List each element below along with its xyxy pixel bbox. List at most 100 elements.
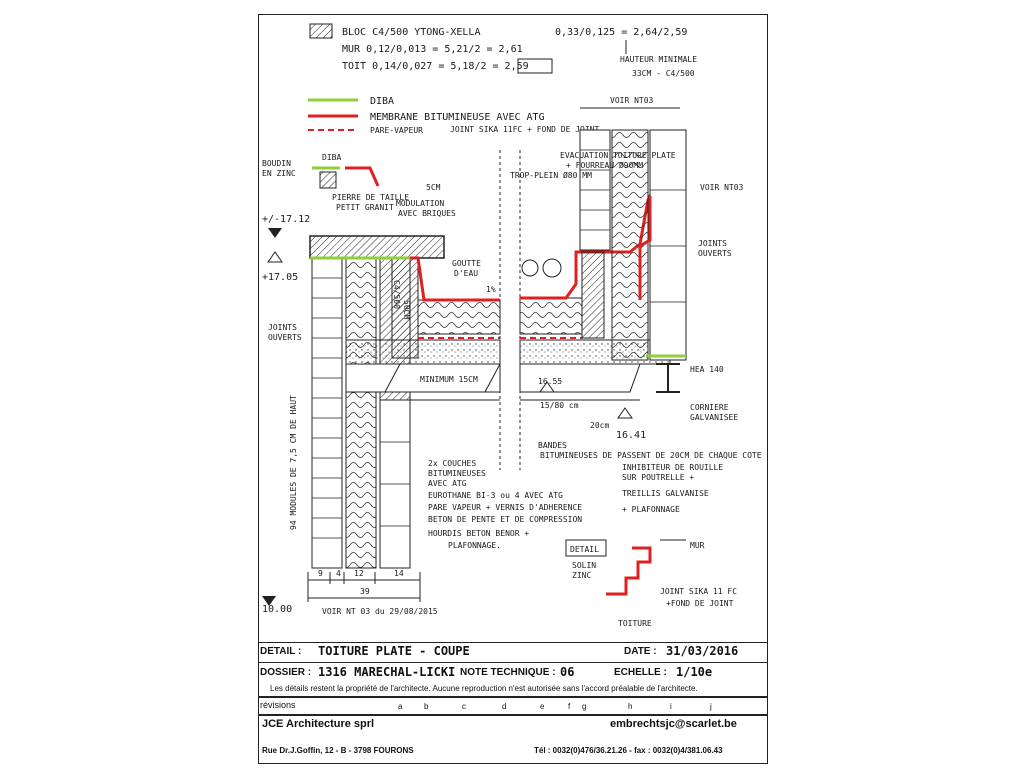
diba-legend-label: DIBA [370,96,394,107]
left-lower-block-courses [380,441,410,527]
drain-pipe [542,258,562,278]
detail-box-label: DETAIL [570,545,599,554]
joint-sika-2: +FOND DE JOINT [666,599,734,608]
membrane-right-down [638,196,652,300]
cm5-label: 5CM [426,183,441,192]
rev-j: j [710,702,712,711]
bandes-2: BITUMINEUSES DE PASSENT DE 20CM DE CHAQU… [540,451,762,460]
tb-rule [258,662,768,663]
date-label: DATE : [624,646,657,657]
disclaimer: Les détails restent la propriété de l'ar… [270,684,698,693]
goutte-label: GOUTTE [452,259,481,268]
c4-label: C4/500 [392,280,401,309]
mur-small-label: MUR [690,541,705,550]
couches-6: BETON DE PENTE ET DE COMPRESSION [428,515,582,524]
company-email: embrechtsjc@scarlet.be [610,718,737,730]
boudin-label: BOUDIN [262,159,291,168]
tb-rule [258,696,768,698]
company-name: JCE Architecture sprl [262,718,375,730]
right-brick-courses [580,149,610,231]
level-triangle-1641 [617,407,633,419]
boudin-membrane [345,166,380,187]
level-1655: 16.55 [538,377,562,386]
sheet-frame [258,14,768,764]
right-block-wall [649,129,687,361]
corniere-2: GALVANISEE [690,413,738,422]
echelle-value: 1/10e [676,665,713,679]
level-triangle-1712 [268,228,282,238]
toit-result-box [517,58,553,74]
note-label: NOTE TECHNIQUE : [460,667,556,678]
rev-i: i [670,702,672,711]
rev-h: h [628,702,633,711]
rev-b: b [424,702,429,711]
overflow-pipe [521,259,539,277]
hea-label: HEA 140 [690,365,724,374]
blox-legend: BLOC C4/500 YTONG-XELLA [342,27,480,38]
hauteur-note-1: HAUTEUR MINIMALE [620,55,697,64]
left-brick-wall [311,257,343,569]
roof-insulation-right [519,297,583,335]
slab-left [345,339,501,365]
inhib-3: TREILLIS GALVANISE [622,489,709,498]
dim-20: 20cm [590,421,609,430]
rev-a: a [398,702,403,711]
joints-left-2: OUVERTS [268,333,302,342]
level-1712: +/-17.12 [262,214,310,225]
rev-d: d [502,702,507,711]
echelle-label: ECHELLE : [614,667,667,678]
voir-nt03-top: VOIR NT03 [610,96,654,105]
level-1000: 10.00 [262,604,292,615]
diba-small-label: DIBA [322,153,341,162]
title-block: DETAIL : TOITURE PLATE - COUPE DATE : 31… [258,640,768,764]
date-value: 31/03/2016 [666,644,739,658]
joints-right-2: OUVERTS [698,249,732,258]
left-insulation [345,257,377,569]
rev-f: f [568,702,571,711]
hea-beam [656,363,680,393]
boudin-block [319,171,337,189]
petit-granit-label: PETIT GRANIT [336,203,394,212]
company-address: Rue Dr.J.Goffin, 12 - B - 3798 FOURONS [262,746,414,755]
detail-label: DETAIL : [260,646,302,657]
tb-rule [258,642,768,643]
couches-8: PLAFONNAGE. [448,541,501,550]
inhib-4: + PLAFONNAGE [622,505,680,514]
avec-briques-label: AVEC BRIQUES [398,209,456,218]
inhib-2: SUR POUTRELLE + [622,473,694,482]
dim-14: 14 [394,569,404,578]
solin-1: SOLIN [572,561,596,570]
detail-value: TOITURE PLATE - COUPE [318,644,470,658]
hatch-legend-swatch [309,23,333,39]
pente-label: 1% [486,285,496,294]
pare-vapeur-legend-label: PARE-VAPEUR [370,126,423,135]
joints-right-1: JOINTS [698,239,727,248]
deau-label: D'EAU [454,269,478,278]
dim-9: 9 [318,569,323,578]
level-triangle-1655 [539,381,555,393]
modules-note: 94 MODULES DE 7,5 CM DE HAUT [289,395,298,530]
beam-right [519,363,641,393]
detail-flashing [606,546,652,596]
dossier-label: DOSSIER : [260,667,312,678]
joint-sika-1: JOINT SIKA 11 FC [660,587,737,596]
voir-bottom: VOIR NT 03 du 29/08/2015 [322,607,438,616]
left-brick-courses [312,277,342,539]
pierre-label: PIERRE DE TAILLE [332,193,409,202]
detail-box [565,539,607,557]
calc-formula: 0,33/0,125 = 2,64/2,59 [555,27,687,38]
dossier-value: 1316 MARECHAL-LICKI [318,665,456,679]
level-triangle-1705 [267,251,283,263]
upstand-block [581,251,605,339]
joint-legend-label: JOINT SIKA 11FC + FOND DE JOINT [450,125,599,134]
couches-2: BITUMINEUSES [428,469,486,478]
level-triangle-1000 [262,596,276,606]
membrane-legend-label: MEMBRANE BITUMINEUSE AVEC ATG [370,112,545,123]
hauteur-note-2: 33CM - C4/500 [632,69,695,78]
couches-5: PARE VAPEUR + VERNIS D'ADHERENCE [428,503,582,512]
level-1641: 16.41 [616,430,646,441]
roof-insulation-left [417,299,501,335]
beam-diag-left [384,363,401,393]
solin-2: ZINC [572,571,591,580]
